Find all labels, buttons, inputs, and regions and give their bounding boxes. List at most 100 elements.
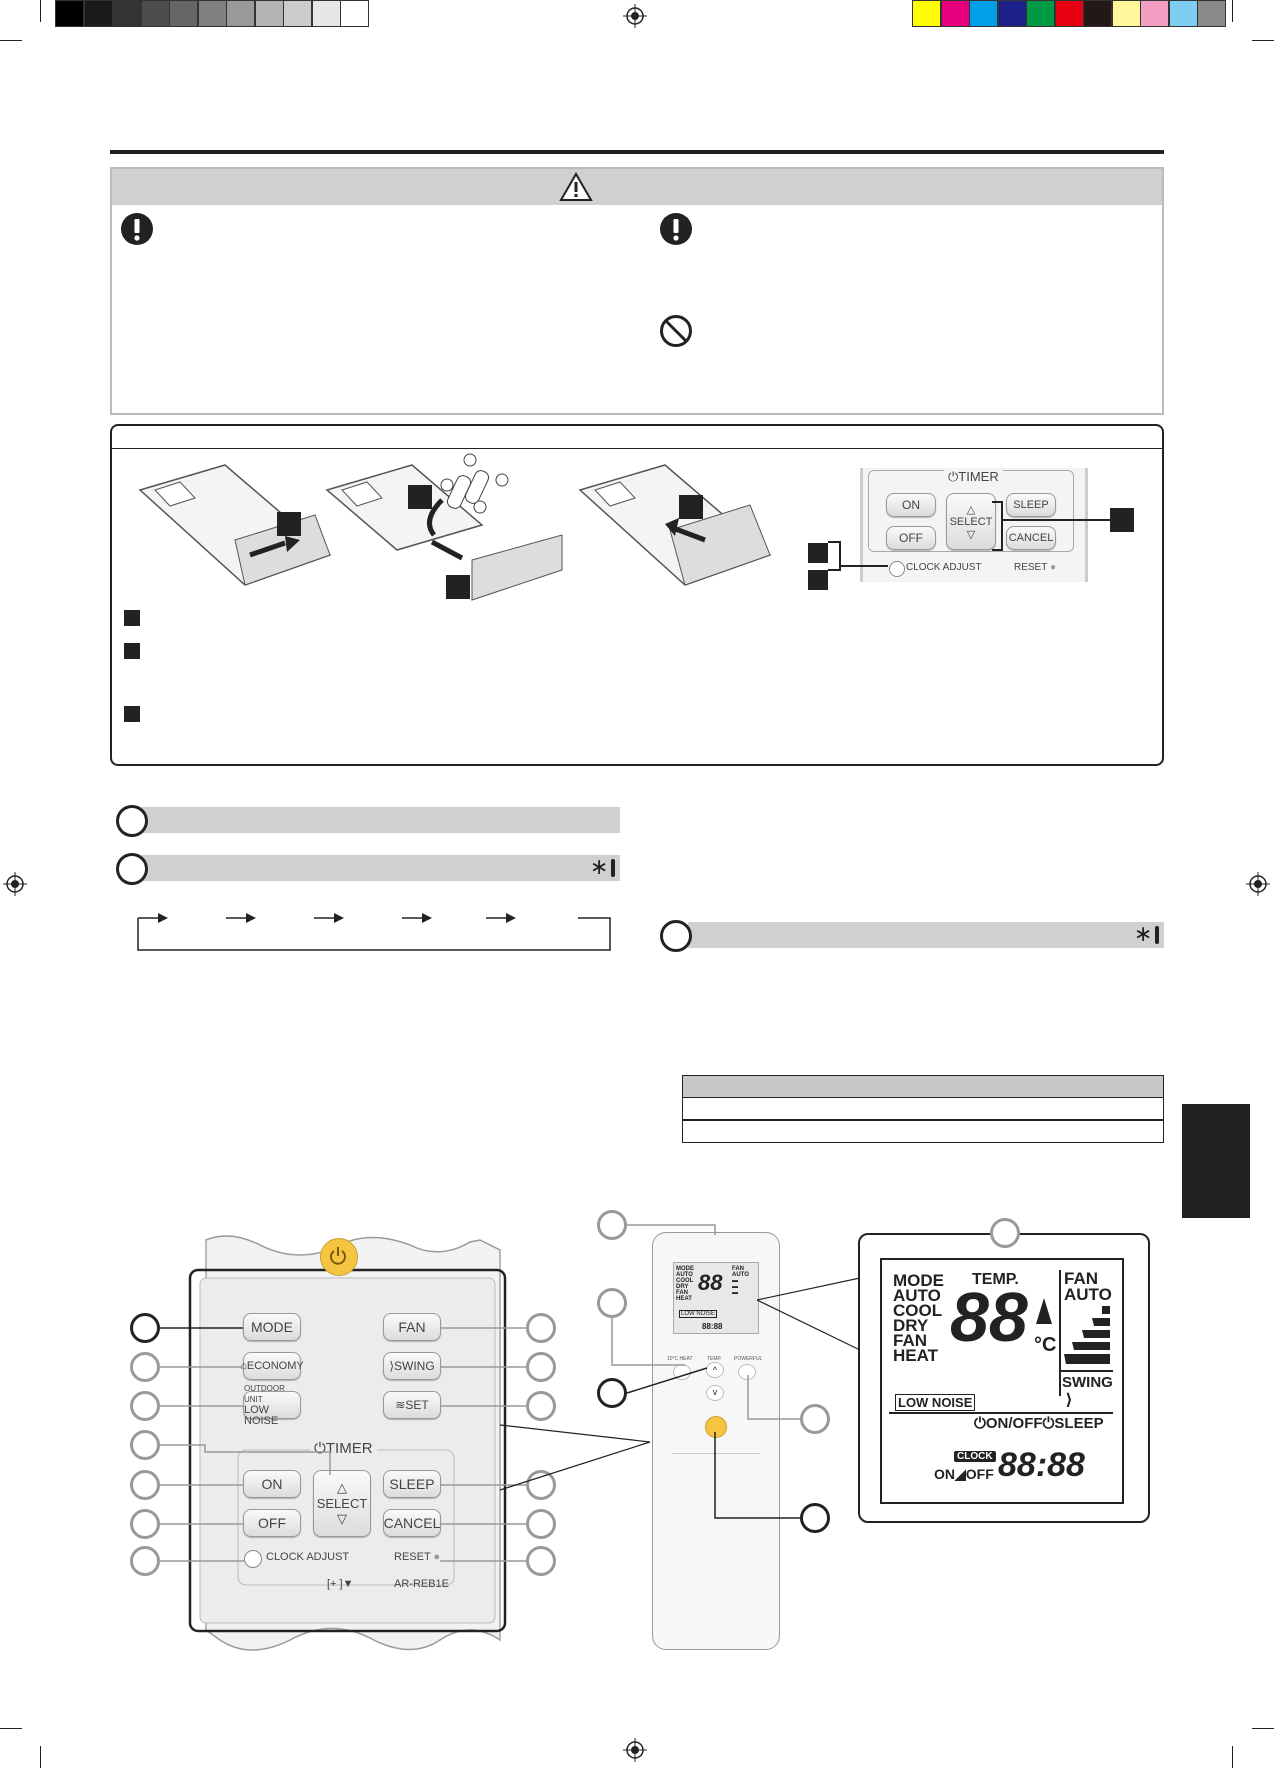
step-marker xyxy=(808,543,828,563)
battery-icon: [+ ]▼ xyxy=(327,1578,354,1590)
step-marker xyxy=(808,570,828,590)
on-button[interactable]: ON xyxy=(886,493,936,517)
small-temp-label: TEMP. xyxy=(707,1356,722,1362)
mandatory-icon xyxy=(121,213,153,245)
gray-swatch xyxy=(254,0,284,27)
clock-adjust-hole[interactable] xyxy=(244,1550,262,1568)
small-lcd-time: 88:88 xyxy=(702,1322,723,1331)
color-swatch xyxy=(1197,0,1226,27)
set-button[interactable]: ≋SET xyxy=(383,1391,441,1419)
temp-down-button[interactable]: v xyxy=(706,1385,724,1401)
color-swatch xyxy=(940,0,970,27)
timer-select-button[interactable]: △SELECT▽ xyxy=(313,1470,371,1537)
callout-circle xyxy=(526,1470,556,1500)
battery-insert-illustration xyxy=(325,453,563,601)
power-button[interactable] xyxy=(320,1238,358,1276)
callout-circle xyxy=(597,1378,627,1408)
remote-signal-icon xyxy=(611,859,615,877)
clock-adjust-button[interactable] xyxy=(889,561,905,577)
timer-label: ⏻TIMER xyxy=(944,469,1003,485)
off-button[interactable]: OFF xyxy=(886,526,936,550)
step-marker xyxy=(408,485,432,509)
section-header-1 xyxy=(140,807,620,833)
powerful-button[interactable] xyxy=(738,1364,756,1380)
callout-circle xyxy=(526,1352,556,1382)
timer-sleep-button[interactable]: SLEEP xyxy=(383,1470,441,1498)
mandatory-icon xyxy=(660,213,692,245)
lcd-clock-badge: CLOCK xyxy=(954,1451,996,1462)
timer-off-button[interactable]: OFF xyxy=(243,1509,301,1537)
lcd-swing-label: SWING xyxy=(1062,1374,1113,1391)
callout-circle xyxy=(526,1391,556,1421)
crop-mark xyxy=(1252,40,1274,41)
swing-icon: ⟩ xyxy=(389,1359,394,1373)
callout-circle xyxy=(130,1313,160,1343)
select-button[interactable]: △SELECT▽ xyxy=(946,493,996,550)
lcd-up-indicator-icon xyxy=(1036,1298,1052,1324)
fan-button[interactable]: FAN xyxy=(383,1313,441,1341)
sleep-button[interactable]: SLEEP xyxy=(1006,493,1056,517)
crop-mark xyxy=(40,1746,41,1768)
small-lcd-digits: 88 xyxy=(698,1270,723,1295)
timer-cancel-button[interactable]: CANCEL xyxy=(383,1509,441,1537)
lcd-on-off: ON◢OFF xyxy=(934,1466,994,1482)
battery-install-box xyxy=(110,424,1164,766)
remote-cover-open-illustration xyxy=(138,464,332,586)
power-icon xyxy=(330,1247,346,1265)
clock-adjust-text: CLOCK ADJUST xyxy=(266,1551,350,1563)
lcd-divider xyxy=(889,1412,1113,1414)
gray-swatch xyxy=(283,0,312,27)
callout-circle xyxy=(526,1313,556,1343)
color-swatch xyxy=(912,0,941,27)
lcd-timer-row: ⏻ON/OFF⏻SLEEP xyxy=(974,1415,1104,1432)
chapter-tab xyxy=(1182,1104,1250,1218)
step-marker xyxy=(446,575,470,599)
crop-mark xyxy=(1252,1728,1274,1729)
set-icon: ≋ xyxy=(395,1398,406,1412)
asterisk-mark: ∗ xyxy=(1134,921,1153,946)
step-bullet xyxy=(124,610,140,626)
crop-mark xyxy=(0,40,22,41)
lcd-divider xyxy=(1059,1270,1061,1396)
gray-swatch xyxy=(83,0,113,27)
callout-circle xyxy=(526,1509,556,1539)
section-number-circle xyxy=(116,805,148,837)
callout-circle xyxy=(597,1288,627,1318)
color-swatch xyxy=(1083,0,1112,27)
caution-header xyxy=(112,169,1162,205)
registration-mark xyxy=(623,4,647,28)
step-marker xyxy=(679,495,703,519)
lcd-screen xyxy=(880,1258,1124,1504)
remote-cover-close-illustration xyxy=(578,464,772,586)
down-arrow-icon: ▽ xyxy=(337,1511,347,1526)
step-marker xyxy=(277,512,301,536)
callout-circle xyxy=(130,1430,160,1460)
color-swatch xyxy=(1168,0,1198,27)
swing-button[interactable]: ⟩SWING xyxy=(383,1352,441,1380)
temp-up-button[interactable]: ^ xyxy=(706,1362,724,1378)
gray-swatch xyxy=(169,0,198,27)
section-number-circle xyxy=(660,920,692,952)
gray-swatch xyxy=(340,0,369,27)
step-marker xyxy=(1110,508,1134,532)
settings-table xyxy=(682,1075,1164,1143)
warning-triangle-icon xyxy=(559,172,593,201)
mode-button[interactable]: MODE xyxy=(243,1313,301,1341)
timer-on-button[interactable]: ON xyxy=(243,1470,301,1498)
small-powerful-label: POWERFUL xyxy=(734,1356,763,1362)
callout-circle xyxy=(990,1218,1020,1248)
gray-swatch xyxy=(311,0,341,27)
economy-button[interactable]: ⌂ECONOMY xyxy=(240,1352,304,1380)
cancel-button[interactable]: CANCEL xyxy=(1006,526,1056,550)
model-number: AR-REB1E xyxy=(394,1578,450,1590)
remote-signal-icon xyxy=(1155,926,1159,944)
table-row-divider xyxy=(683,1119,1163,1121)
section-header-2 xyxy=(140,855,620,881)
lcd-low-noise: LOW NOISE xyxy=(895,1394,976,1411)
callout-circle xyxy=(800,1503,830,1533)
small-power-button[interactable] xyxy=(705,1416,727,1438)
